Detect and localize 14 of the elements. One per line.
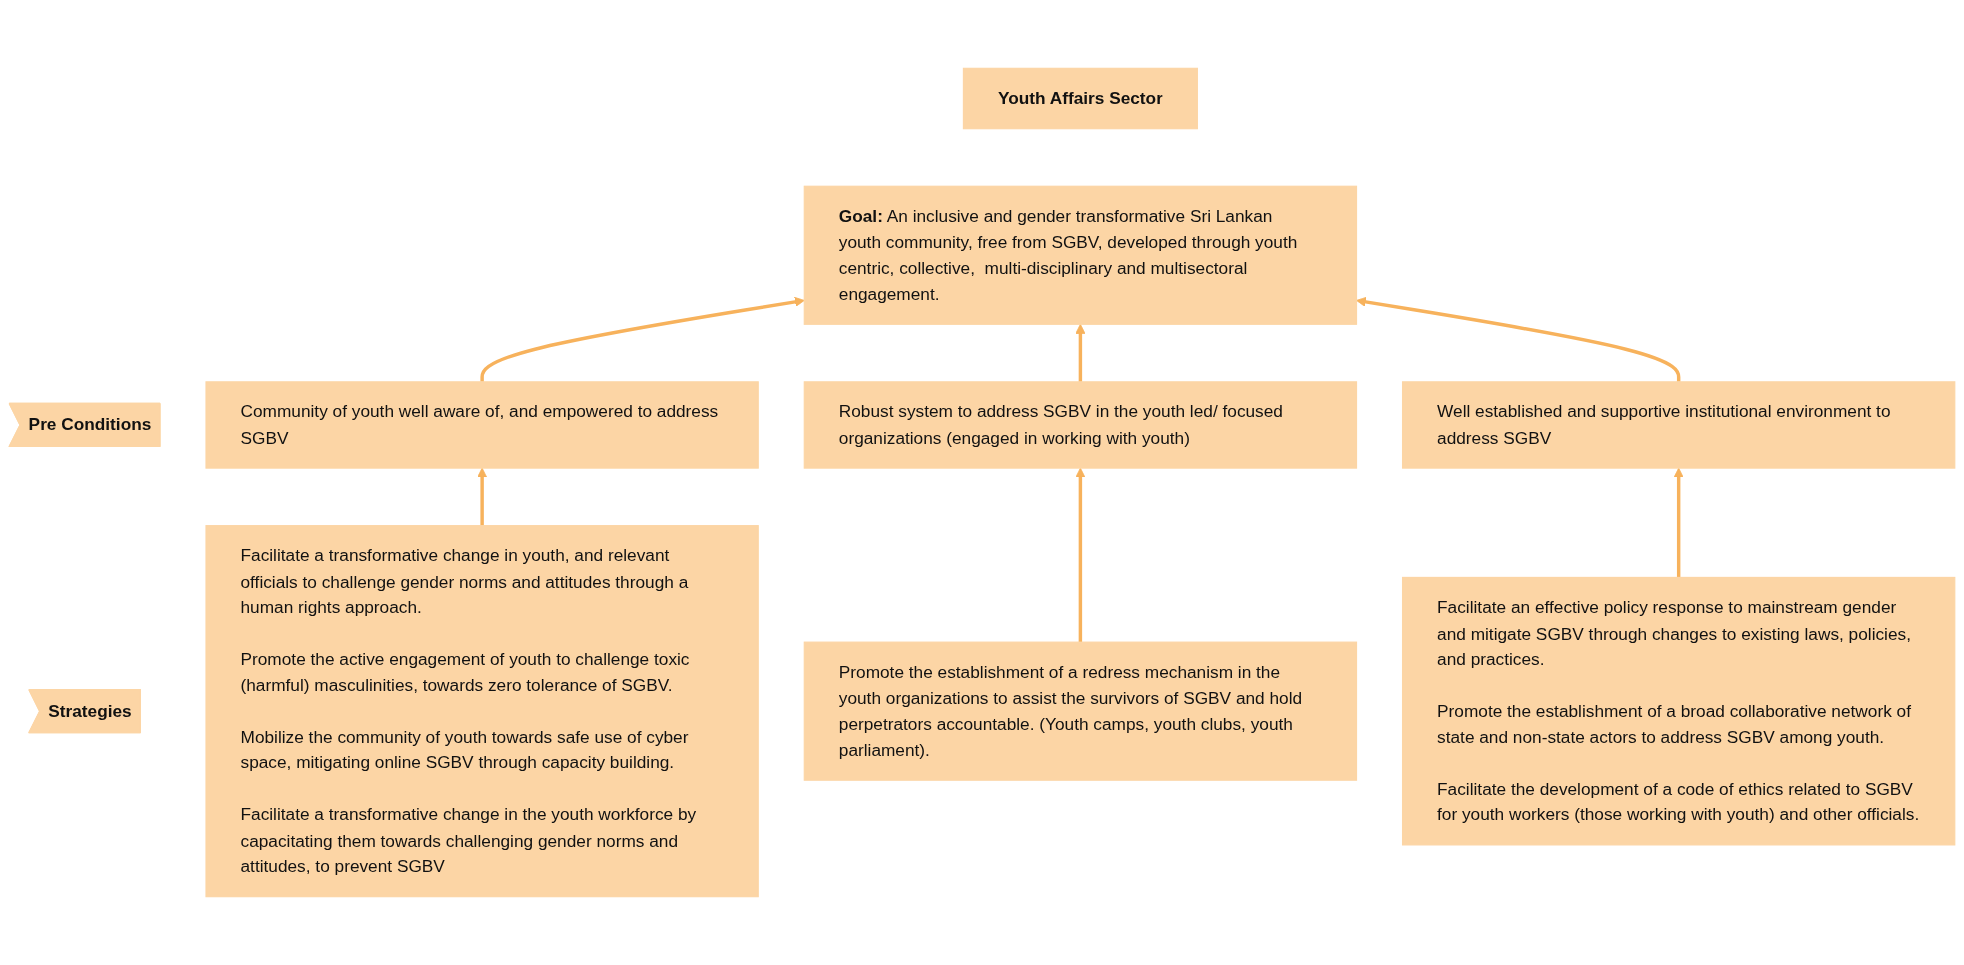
arrow bbox=[477, 467, 488, 526]
node-box: Youth Affairs Sector bbox=[962, 67, 1198, 130]
arrow bbox=[480, 296, 805, 382]
arrow bbox=[1075, 323, 1086, 382]
node-box: Facilitate a transformative change in youth, and relevant officials to challenge gender norms and attitudes through a human rights approach. Promote the active engagement of youth to challenge toxic (harmful) masculinities, towards zero tolerance of SGBV. Mobilize the community of youth towards safe use of cyber space, mitigating online SGBV through capacity building. Facilitate a transformative change in the youth workforce by capacitating them towards challenging gender norms and attitudes, to prevent SGBV bbox=[205, 525, 759, 898]
node-box: Goal: An inclusive and gender transformative Sri Lankan youth community, free from SGBV, developed through youth centric, collective, multi-disciplinary and multisectoral engagement. bbox=[803, 185, 1358, 325]
arrow bbox=[1075, 467, 1086, 643]
arrow bbox=[1356, 296, 1681, 382]
node-box: Community of youth well aware of, and empowered to address SGBV bbox=[205, 381, 759, 469]
node-box: Facilitate an effective policy response to mainstream gender and mitigate SGBV through changes to existing laws, policies, and practices. Promote the establishment of a broad collaborative network of state and non-state actors to address SGBV among youth. Facilitate the development of a code of ethics related to SGBV for youth workers (those working with youth) and other officials. bbox=[1401, 576, 1956, 846]
node-box: Promote the establishment of a redress mechanism in the youth organizations to assist the survivors of SGBV and hold perpetrators accountable. (Youth camps, youth clubs, youth parliament). bbox=[803, 641, 1358, 781]
node-box: Robust system to address SGBV in the youth led/ focused organizations (engaged in working with youth) bbox=[803, 381, 1358, 469]
node-box: Well established and supportive institutional environment to address SGBV bbox=[1401, 381, 1956, 469]
arrow bbox=[1673, 467, 1684, 578]
